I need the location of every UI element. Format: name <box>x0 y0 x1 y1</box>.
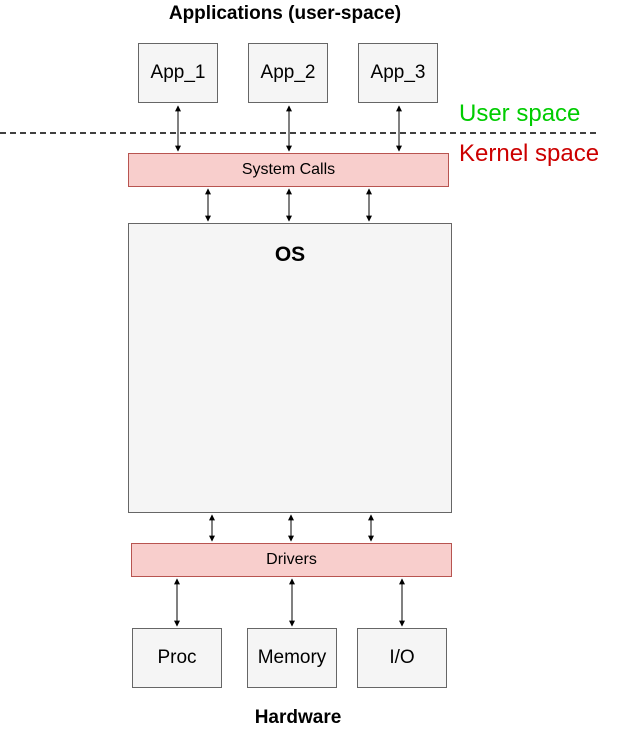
kernel-space-label: Kernel space <box>459 140 600 167</box>
os-label: OS <box>274 243 306 266</box>
hardware-footer: Hardware <box>254 707 342 728</box>
drivers-bar: Drivers <box>131 543 452 577</box>
app-box-2: App_2 <box>248 43 328 103</box>
hardware-box-memory: Memory <box>247 628 337 688</box>
diagram-title: Applications (user-space) <box>168 3 402 24</box>
app-box-1: App_1 <box>138 43 218 103</box>
hardware-box-io: I/O <box>357 628 447 688</box>
user-space-label: User space <box>459 100 581 127</box>
app-box-3: App_3 <box>358 43 438 103</box>
hardware-box-proc: Proc <box>132 628 222 688</box>
os-box: OS <box>128 223 452 513</box>
system-calls-bar: System Calls <box>128 153 449 187</box>
